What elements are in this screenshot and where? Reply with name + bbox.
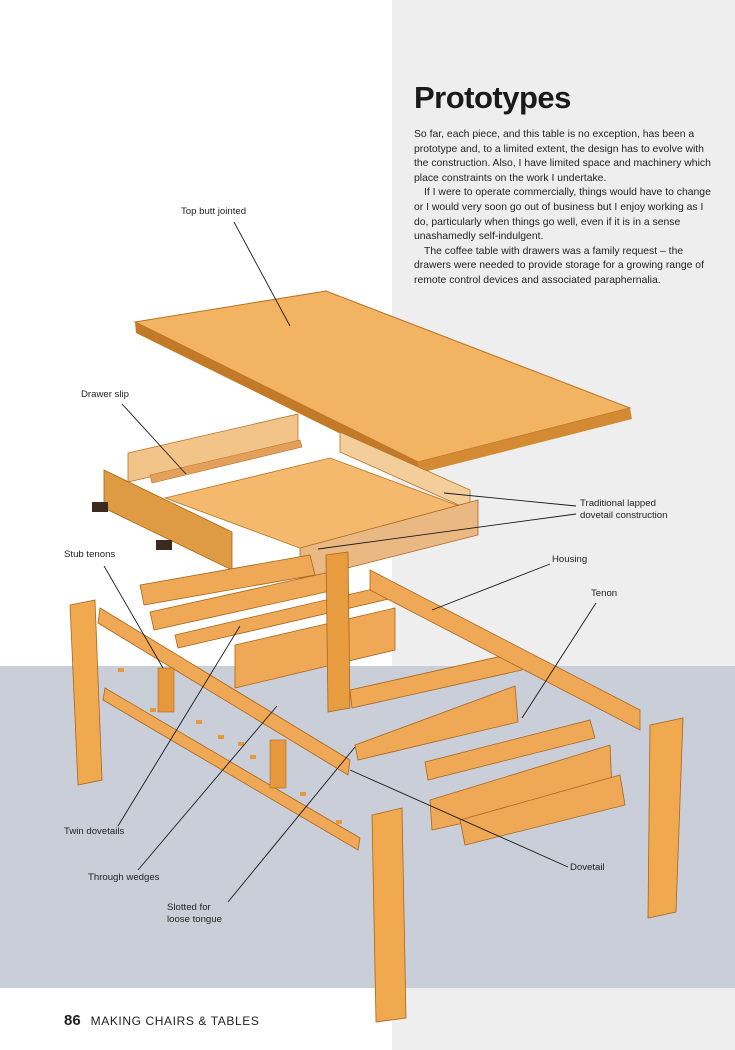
page-number: 86: [64, 1012, 81, 1029]
page-title: Prototypes: [414, 80, 571, 115]
joint-pieces: [118, 667, 342, 824]
background-panel-grey: [392, 0, 735, 666]
label-line: loose tongue: [167, 913, 222, 925]
label-line: Traditional lapped: [580, 498, 656, 509]
leader-lines: [103, 221, 597, 903]
label-through-wedges: Through wedges: [88, 872, 160, 883]
label-drawer-slip: Drawer slip: [81, 389, 129, 400]
label-dovetail: Dovetail: [570, 862, 605, 873]
article-paragraph: The coffee table with drawers was a fami…: [414, 245, 704, 286]
label-housing: Housing: [552, 554, 588, 565]
label-twin-dovetails: Twin dovetails: [64, 826, 125, 837]
article-paragraph: If I were to operate commercially, thing…: [414, 187, 711, 243]
label-slotted-for-loose-tongue: Slotted for loose tongue: [167, 902, 222, 925]
label-top-butt-jointed: Top butt jointed: [181, 206, 247, 217]
label-stub-tenons: Stub tenons: [64, 549, 116, 560]
book-title: MAKING CHAIRS & TABLES: [90, 1014, 260, 1028]
label-line: Slotted for: [167, 902, 211, 913]
frame-rails: [97, 554, 641, 851]
article-body: So far, each piece, and this table is no…: [414, 128, 714, 289]
background-panel-blue: [0, 666, 735, 988]
label-traditional-dovetail: Traditional lapped dovetail construction: [580, 498, 667, 521]
article-paragraph: So far, each piece, and this table is no…: [414, 129, 711, 184]
label-tenon: Tenon: [591, 588, 618, 599]
label-line: dovetail construction: [580, 509, 668, 521]
table-legs: [69, 551, 684, 1023]
background-panel-grey-bottom: [392, 988, 735, 1050]
page-footer: 86 MAKING CHAIRS & TABLES: [64, 1012, 259, 1029]
drawer-slip: [149, 439, 303, 484]
table-top: [133, 290, 632, 473]
